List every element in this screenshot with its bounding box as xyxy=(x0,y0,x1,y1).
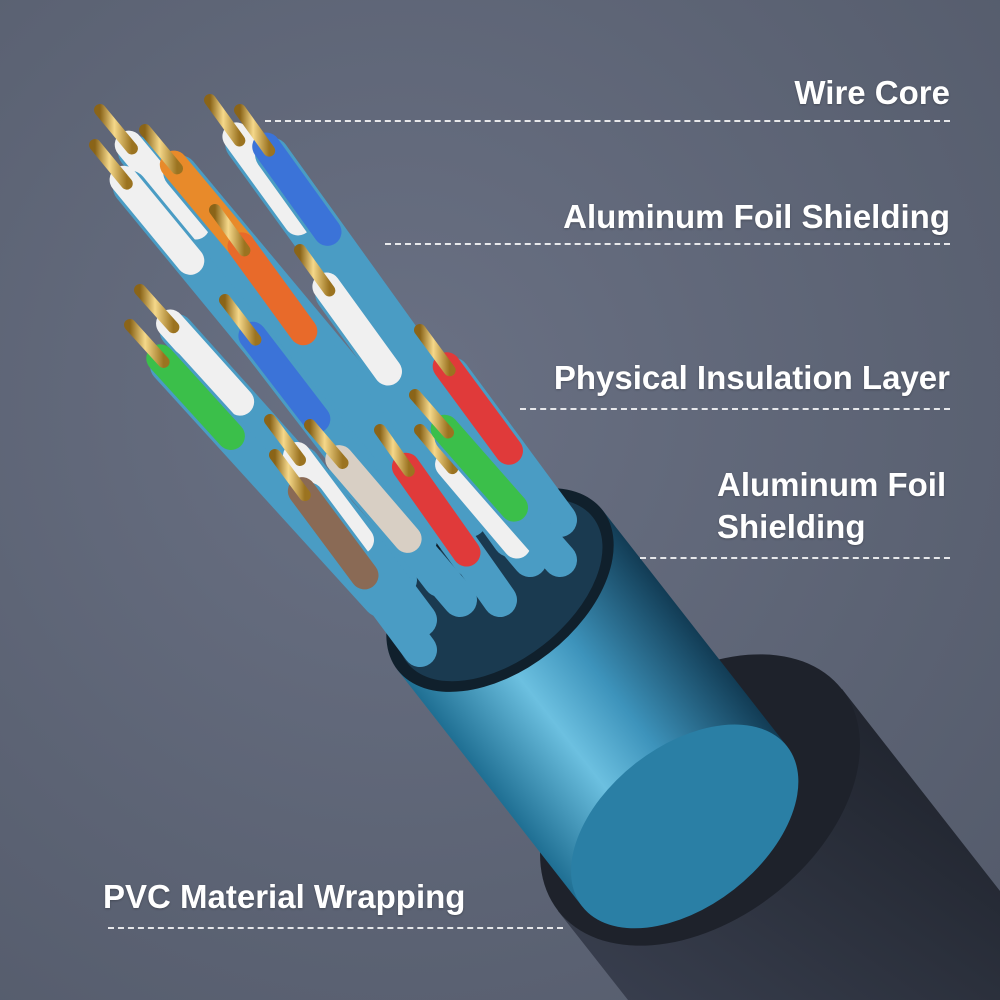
wire-insulation xyxy=(312,272,402,386)
label-foil-shielding-line1: Aluminum Foil xyxy=(717,466,947,503)
leader-line-pvc xyxy=(108,927,563,929)
wire-core xyxy=(209,204,251,257)
label-insulation: Physical Insulation Layer xyxy=(553,359,950,396)
wire-insulation xyxy=(432,352,523,465)
wire-core xyxy=(374,424,415,477)
label-wire-core: Wire Core xyxy=(794,74,950,111)
wire-insulation xyxy=(238,321,331,433)
wire-insulation xyxy=(430,414,529,522)
label-pvc: PVC Material Wrapping xyxy=(103,878,466,915)
wire-core xyxy=(94,104,138,155)
wire-insulation xyxy=(325,445,422,553)
leader-line-foil-top xyxy=(385,243,950,245)
leader-line-insulation xyxy=(520,408,950,410)
wire-core xyxy=(139,124,184,175)
wire-insulation xyxy=(287,477,379,590)
wire-core xyxy=(294,244,336,297)
wire-core xyxy=(134,284,180,334)
wire-insulation xyxy=(156,309,255,416)
wire-core xyxy=(414,424,459,475)
wire-core xyxy=(204,94,246,147)
wire-insulation xyxy=(435,450,531,559)
wire-core xyxy=(304,419,349,469)
wire-core xyxy=(264,414,306,466)
wire-core xyxy=(89,139,133,190)
wire-insulation xyxy=(222,122,313,236)
wire-core xyxy=(124,319,170,368)
wire-core xyxy=(269,449,311,502)
wire-insulation xyxy=(114,130,210,240)
leader-line-foil-inner xyxy=(640,557,950,559)
wire-core xyxy=(219,294,262,346)
wire-bundle xyxy=(89,94,577,667)
label-foil-shielding-line2: Shielding xyxy=(717,508,866,545)
wire-insulation xyxy=(109,165,205,275)
wire-core xyxy=(414,324,456,377)
wire-insulation xyxy=(252,132,342,246)
wire-insulation xyxy=(283,442,374,554)
leader-line-wire-core xyxy=(265,120,950,122)
wire-insulation xyxy=(146,344,245,450)
wire-insulation xyxy=(391,452,481,567)
wire-insulation xyxy=(227,232,318,346)
wire-core xyxy=(234,104,276,157)
wire-core xyxy=(409,389,455,439)
label-foil-shielding-top: Aluminum Foil Shielding xyxy=(563,198,950,235)
